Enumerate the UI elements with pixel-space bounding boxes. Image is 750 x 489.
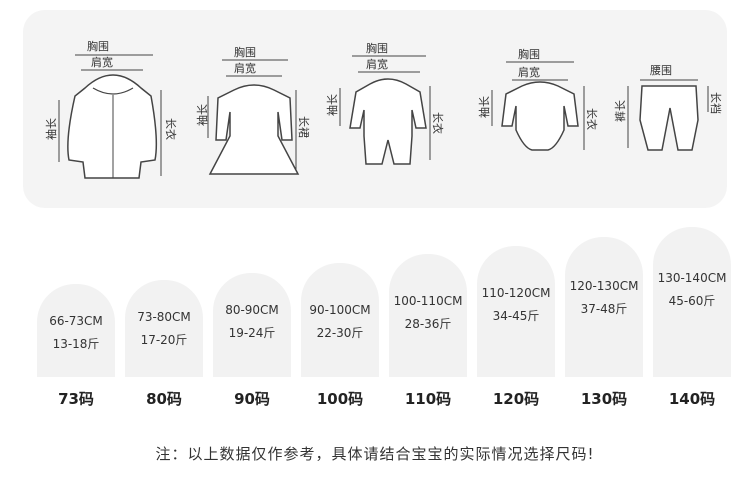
size-label: 80码 — [146, 390, 182, 408]
size-height-range: 110-120CM — [481, 286, 551, 300]
size-card: 80-90CM 19-24斤 — [213, 273, 291, 377]
romper-sleeve-label: 袖长 — [325, 94, 339, 116]
size-height-range: 80-90CM — [225, 303, 279, 317]
jacket-length-label: 长衣 — [164, 118, 178, 140]
jacket-diagram: 胸围 肩宽 袖长 长衣 — [35, 0, 178, 200]
size-weight-range: 45-60斤 — [668, 294, 716, 308]
size-label: 140码 — [668, 390, 716, 408]
size-label: 110码 — [404, 390, 452, 408]
dress-length-label: 长裙 — [297, 116, 310, 138]
size-height-range: 130-140CM — [657, 271, 727, 285]
size-card: 130-140CM 45-60斤 — [653, 227, 731, 377]
size-height-range: 66-73CM — [49, 314, 103, 328]
size-label: 100码 — [316, 390, 364, 408]
size-card: 90-100CM 22-30斤 — [301, 263, 379, 377]
size-label: 130码 — [580, 390, 628, 408]
size-height-range: 120-130CM — [569, 279, 639, 293]
pants-leg-label: 裤长 — [613, 100, 627, 122]
size-label: 120码 — [492, 390, 540, 408]
romper-chest-label: 胸围 — [366, 41, 388, 55]
size-height-range: 100-110CM — [393, 294, 463, 308]
romper-shoulder-label: 肩宽 — [366, 57, 388, 71]
size-weight-range: 19-24斤 — [228, 326, 276, 340]
jacket-sleeve-label: 袖长 — [44, 118, 58, 140]
pants-waist-label: 腰围 — [650, 64, 672, 77]
size-weight-range: 34-45斤 — [492, 309, 540, 323]
size-card: 110-120CM 34-45斤 — [477, 246, 555, 377]
pants-crotch-label: 长裆 — [709, 92, 722, 114]
dress-sleeve-label: 袖长 — [195, 104, 209, 126]
size-weight-range: 37-48斤 — [580, 302, 628, 316]
dress-chest-label: 胸围 — [234, 45, 256, 59]
size-weight-range: 28-36斤 — [404, 317, 452, 331]
jacket-shoulder-label: 肩宽 — [91, 55, 113, 69]
size-weight-range: 22-30斤 — [316, 326, 364, 340]
size-weight-range: 17-20斤 — [140, 333, 188, 347]
romper-diagram: 胸围 肩宽 袖长 长衣 — [318, 0, 458, 200]
dress-diagram: 胸围 肩宽 袖长 长裙 — [190, 0, 310, 200]
size-label: 90码 — [234, 390, 270, 408]
size-card: 120-130CM 37-48斤 — [565, 237, 643, 377]
pants-diagram: 腰围 裤长 长裆 — [600, 0, 730, 200]
size-height-range: 90-100CM — [309, 303, 371, 317]
bodysuit-shoulder-label: 肩宽 — [518, 65, 540, 79]
size-label: 73码 — [58, 390, 94, 408]
size-card: 66-73CM 13-18斤 — [37, 284, 115, 377]
bodysuit-chest-label: 胸围 — [518, 47, 540, 61]
bodysuit-length-label: 长衣 — [585, 108, 599, 130]
size-note: 注：以上数据仅作参考，具体请结合宝宝的实际情况选择尺码! — [155, 445, 595, 463]
jacket-chest-label: 胸围 — [87, 39, 109, 53]
size-height-range: 73-80CM — [137, 310, 191, 324]
bodysuit-diagram: 胸围 肩宽 袖长 长衣 — [460, 0, 600, 200]
size-card: 100-110CM 28-36斤 — [389, 254, 467, 377]
bodysuit-sleeve-label: 袖长 — [477, 96, 491, 118]
dress-shoulder-label: 肩宽 — [234, 61, 256, 75]
size-card: 73-80CM 17-20斤 — [125, 280, 203, 377]
size-weight-range: 13-18斤 — [52, 337, 100, 351]
romper-length-label: 长衣 — [431, 112, 445, 134]
